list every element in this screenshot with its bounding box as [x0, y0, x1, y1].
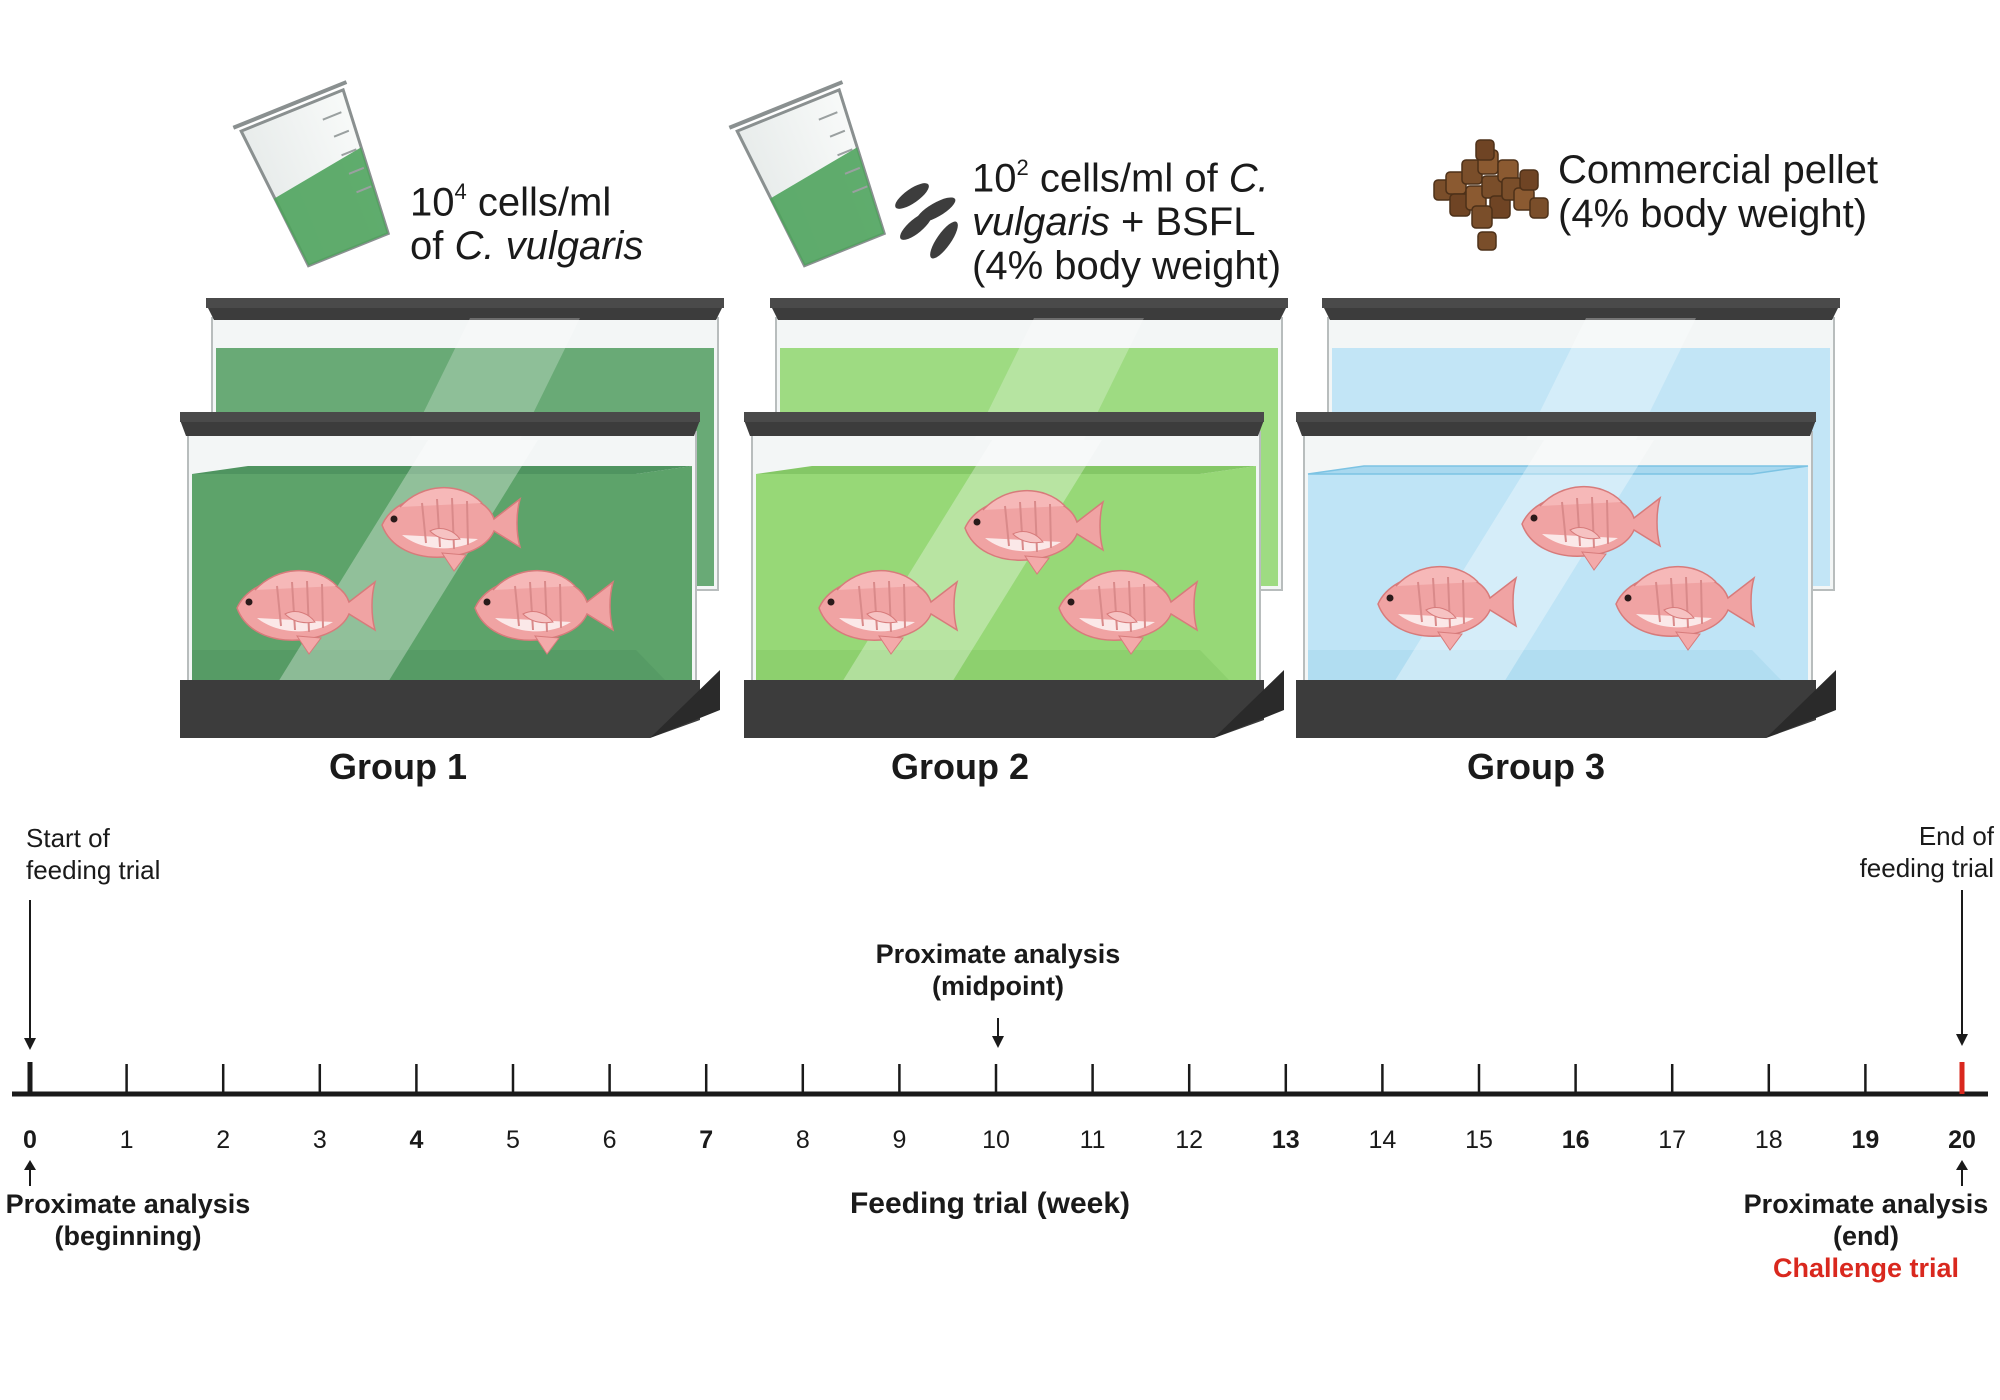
beaker-icon [232, 80, 391, 268]
group-1-tanks [180, 298, 724, 738]
water-front [1308, 466, 1808, 708]
tank-front [1296, 318, 1836, 738]
water-front [192, 466, 692, 708]
week-label: 13 [1271, 1126, 1300, 1154]
arrow-down-icon [1956, 1034, 1968, 1046]
week-label: 8 [795, 1126, 810, 1154]
arrow-up-icon [1956, 1160, 1968, 1170]
pellets-icon [1433, 139, 1549, 251]
end-label: End of feeding trial [1859, 821, 1994, 883]
group-3-diet-label: Commercial pellet (4% body weight) [1558, 148, 1879, 236]
midpoint-analysis-label: Proximate analysis (midpoint) [875, 939, 1121, 1001]
week-label: 6 [602, 1126, 617, 1154]
week-label: 1 [119, 1126, 134, 1154]
week-label: 3 [312, 1126, 327, 1154]
week-label: 14 [1368, 1126, 1397, 1154]
week-label: 16 [1561, 1126, 1590, 1154]
week-label: 9 [892, 1126, 907, 1154]
group-3-tanks [1296, 298, 1840, 738]
week-label: 15 [1465, 1126, 1493, 1154]
tank-front [180, 318, 720, 738]
group-1-diet-label: 104 cells/ml of C. vulgaris [410, 179, 644, 269]
week-label: 2 [216, 1126, 231, 1154]
start-label: Start of feeding trial [26, 823, 161, 885]
week-label: 7 [699, 1126, 714, 1154]
timeline-ticks [27, 1062, 1965, 1094]
week-label: 18 [1754, 1126, 1783, 1154]
week-label: 0 [23, 1126, 37, 1154]
arrow-down-icon [24, 1038, 36, 1050]
group-2-label: Group 2 [890, 746, 1029, 787]
beaker-icon [728, 80, 887, 268]
week-label: 5 [506, 1126, 520, 1154]
group-2-diet-label: 102 cells/ml of C. vulgaris + BSFL (4% b… [972, 155, 1282, 289]
timeline [12, 890, 1988, 1186]
week-label: 19 [1851, 1126, 1880, 1154]
week-label: 20 [1948, 1126, 1976, 1154]
week-label: 12 [1175, 1126, 1204, 1154]
group-3-label: Group 3 [1466, 746, 1605, 787]
challenge-trial-label: Challenge trial [1772, 1253, 1960, 1283]
end-analysis-label: Proximate analysis (end) Challenge trial [1716, 1188, 2000, 1284]
group-1-label: Group 1 [328, 746, 467, 787]
larvae-icon [895, 183, 958, 259]
arrow-down-icon [992, 1036, 1004, 1048]
axis-title: Feeding trial (week) [849, 1187, 1131, 1220]
week-label: 4 [409, 1126, 424, 1154]
group-2-tanks [744, 298, 1288, 738]
week-label: 11 [1079, 1126, 1106, 1154]
arrow-up-icon [24, 1160, 36, 1170]
week-label: 17 [1658, 1126, 1687, 1154]
week-label: 10 [982, 1126, 1010, 1154]
beginning-analysis-label: Proximate analysis (beginning) [5, 1189, 251, 1251]
tank-front [744, 318, 1284, 738]
